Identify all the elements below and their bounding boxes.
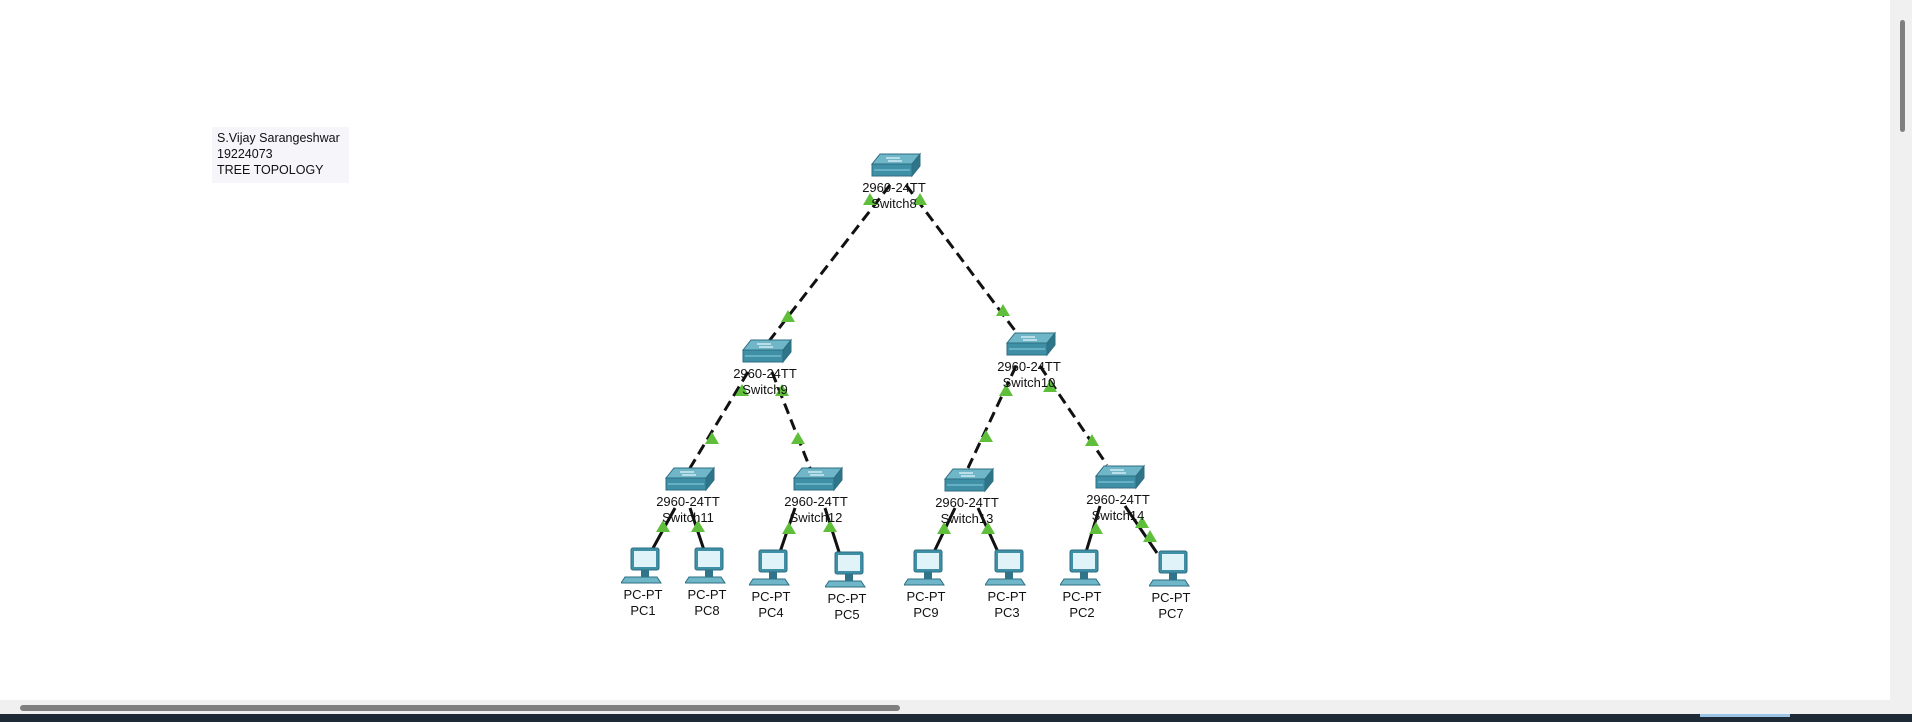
link-indicator — [705, 432, 719, 444]
device-model-label: PC-PT — [1062, 589, 1102, 604]
device-model-label: 2960-24TT — [1086, 492, 1150, 507]
device-name-label: PC8 — [694, 603, 720, 618]
device-name-label: Switch11 — [662, 510, 714, 525]
link-indicator — [981, 522, 995, 534]
device-model-label: 2960-24TT — [784, 494, 848, 509]
switch-icon — [870, 152, 922, 178]
switch-icon — [943, 467, 995, 493]
cable-switch9-switch12[interactable] — [770, 371, 812, 469]
link-indicator — [735, 384, 749, 396]
link-indicator — [937, 522, 951, 534]
device-name-label: Switch8 — [871, 196, 917, 211]
link-indicator — [999, 384, 1013, 396]
device-name-label: Switch9 — [742, 382, 788, 397]
device-model-label: PC-PT — [906, 589, 946, 604]
link-indicator — [1143, 530, 1157, 542]
link-indicator — [979, 430, 993, 442]
switch-icon — [741, 338, 793, 364]
horizontal-scroll-thumb[interactable] — [20, 705, 900, 711]
device-name-label: Switch13 — [940, 511, 994, 526]
pc-icon — [825, 551, 866, 588]
note-author: S.Vijay Sarangeshwar — [217, 131, 340, 145]
pc-icon — [621, 547, 662, 584]
switch-icon — [792, 466, 844, 492]
note-title: TREE TOPOLOGY — [217, 163, 324, 177]
device-model-label: PC-PT — [623, 587, 663, 602]
pc-pc5[interactable]: PC-PT PC5 — [802, 551, 892, 623]
pc-icon — [1149, 550, 1190, 587]
link-indicator — [1085, 434, 1099, 446]
note-id: 19224073 — [217, 147, 273, 161]
link-indicator — [782, 522, 796, 534]
device-name-label: PC3 — [994, 605, 1020, 620]
pc-pc2[interactable]: PC-PT PC2 — [1037, 549, 1127, 621]
link-indicator — [913, 193, 927, 205]
horizontal-scrollbar[interactable] — [0, 700, 1912, 714]
cable-switch9-switch11[interactable] — [688, 371, 750, 469]
pc-pc1[interactable]: PC-PT PC1 — [598, 547, 688, 619]
connections-layer — [650, 184, 1159, 556]
link-indicator — [781, 310, 795, 322]
device-name-label: Switch12 — [789, 510, 843, 525]
switch-switch10[interactable]: 2960-24TT Switch10 — [984, 329, 1074, 391]
vertical-scroll-thumb[interactable] — [1900, 20, 1905, 132]
switch-switch13[interactable]: 2960-24TT Switch13 — [922, 465, 1012, 527]
switch-icon — [1005, 331, 1057, 357]
pc-icon — [685, 547, 726, 584]
pc-icon — [749, 549, 790, 586]
device-model-label: PC-PT — [751, 589, 791, 604]
link-indicator — [1135, 516, 1149, 528]
device-name-label: PC1 — [630, 603, 656, 618]
switch-icon — [1094, 464, 1146, 490]
device-model-label: 2960-24TT — [656, 494, 720, 509]
device-model-label: 2960-24TT — [862, 180, 926, 195]
workspace-canvas[interactable]: S.Vijay Sarangeshwar 19224073 TREE TOPOL… — [0, 0, 1890, 700]
pc-pc9[interactable]: PC-PT PC9 — [881, 549, 971, 621]
device-name-label: Switch10 — [1002, 375, 1056, 390]
switch-switch11[interactable]: 2960-24TT Switch11 — [643, 464, 733, 526]
device-model-label: 2960-24TT — [997, 359, 1061, 374]
cable-switch14-pc7[interactable] — [1123, 505, 1159, 554]
link-indicator — [823, 520, 837, 532]
pc-icon — [985, 549, 1026, 586]
device-name-label: PC2 — [1069, 605, 1095, 620]
device-model-label: PC-PT — [827, 591, 867, 606]
link-indicator — [996, 304, 1010, 316]
vertical-scrollbar[interactable] — [1890, 0, 1912, 700]
switch-switch8[interactable]: 2960-24TT Switch8 — [849, 150, 939, 212]
link-indicator — [1089, 522, 1103, 534]
switch-switch12[interactable]: 2960-24TT Switch12 — [771, 464, 861, 526]
device-name-label: PC4 — [758, 605, 784, 620]
pc-pc7[interactable]: PC-PT PC7 — [1126, 550, 1216, 622]
pc-icon — [1060, 549, 1101, 586]
device-name-label: PC9 — [913, 605, 939, 620]
device-model-label: PC-PT — [1151, 590, 1191, 605]
device-name-label: PC5 — [834, 607, 860, 622]
device-name-label: PC7 — [1158, 606, 1184, 621]
device-model-label: 2960-24TT — [733, 366, 797, 381]
link-indicator — [775, 384, 789, 396]
device-model-label: PC-PT — [687, 587, 727, 602]
device-model-label: PC-PT — [987, 589, 1027, 604]
link-indicator — [791, 432, 805, 444]
bottom-panel-edge — [0, 714, 1912, 722]
link-indicator — [656, 520, 670, 532]
link-indicator — [1043, 380, 1057, 392]
switch-icon — [664, 466, 716, 492]
text-note[interactable]: S.Vijay Sarangeshwar 19224073 TREE TOPOL… — [212, 127, 349, 183]
link-indicator — [691, 520, 705, 532]
pc-pc4[interactable]: PC-PT PC4 — [726, 549, 816, 621]
pc-icon — [904, 549, 945, 586]
pc-pc3[interactable]: PC-PT PC3 — [962, 549, 1052, 621]
device-model-label: 2960-24TT — [935, 495, 999, 510]
link-indicator — [863, 193, 877, 205]
device-name-label: Switch14 — [1091, 508, 1145, 523]
switch-switch14[interactable]: 2960-24TT Switch14 — [1073, 462, 1163, 524]
cable-switch10-switch13[interactable] — [966, 365, 1018, 469]
switch-switch9[interactable]: 2960-24TT Switch9 — [720, 336, 810, 398]
pc-pc8[interactable]: PC-PT PC8 — [662, 547, 752, 619]
bottom-panel-accent — [1700, 714, 1790, 717]
